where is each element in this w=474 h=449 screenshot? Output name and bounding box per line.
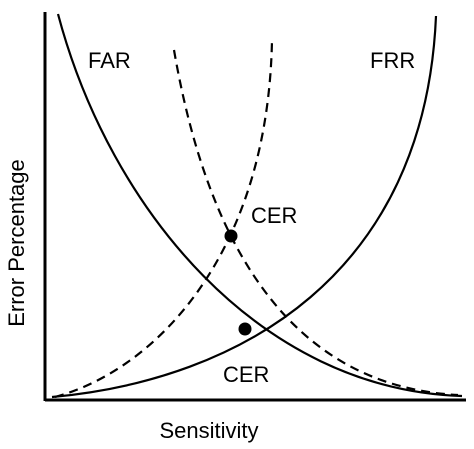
frr-solid-curve <box>51 15 438 399</box>
frr-dashed-curve <box>54 39 274 399</box>
far-dashed-curve <box>172 49 459 397</box>
cer-lower-label: CER <box>223 362 269 387</box>
cer-point-upper <box>224 229 238 243</box>
far-solid-curve <box>56 13 463 398</box>
far-label: FAR <box>88 48 131 73</box>
x-axis-title: Sensitivity <box>159 418 258 443</box>
y-axis-title: Error Percentage <box>4 159 29 327</box>
cer-point-lower <box>238 322 252 336</box>
frr-label: FRR <box>370 48 415 73</box>
cer-upper-label: CER <box>251 203 297 228</box>
